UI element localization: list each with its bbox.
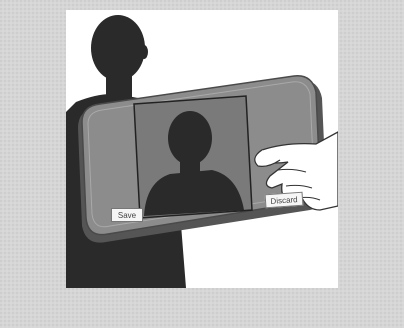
discard-button[interactable]: Discard: [265, 192, 304, 209]
save-button[interactable]: Save: [111, 208, 143, 222]
illustration-panel: Save Discard: [66, 10, 338, 288]
screen-person-head: [168, 111, 212, 165]
photo-capture-illustration: [66, 10, 338, 288]
person-head-silhouette: [91, 15, 145, 81]
